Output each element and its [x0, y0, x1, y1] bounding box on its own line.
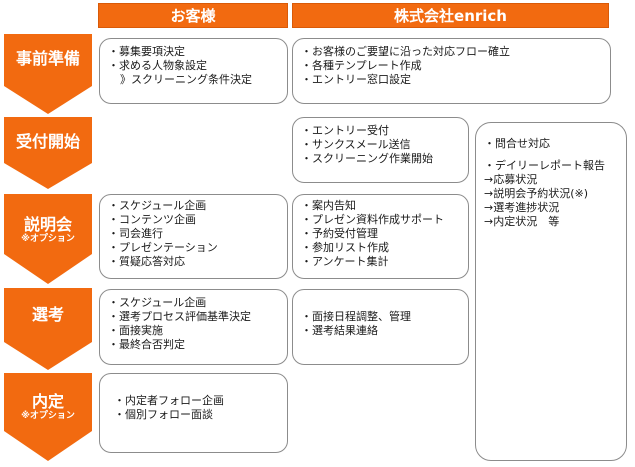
stage-option-note: ※オプション [21, 234, 75, 244]
stage-reception: 受付開始 [4, 117, 92, 189]
task-item: ・募集要項決定 [108, 45, 185, 58]
task-item: ・アンケート集計 [301, 255, 389, 268]
task-item: ・最終合否判定 [108, 338, 185, 351]
stage-title: 内定 [31, 392, 64, 411]
ongoing-item: →内定状況 等 [484, 215, 560, 228]
stage-briefing: 説明会 ※オプション [4, 194, 92, 284]
task-item: ・スケジュール企画 [108, 296, 207, 309]
task-item: ・予約受付管理 [301, 227, 378, 240]
enrich-task-box: ・お客様のご要望に沿った対応フロー確立 ・各種テンプレート作成 ・エントリー窓口… [292, 38, 611, 104]
task-item: ・サンクスメール送信 [301, 138, 411, 151]
task-item: ・質疑応答対応 [108, 255, 185, 268]
task-item: ・スケジュール企画 [108, 199, 207, 212]
task-item: ・お客様のご要望に沿った対応フロー確立 [301, 45, 510, 58]
stage-selection: 選考 [4, 288, 92, 370]
ongoing-item: ・問合せ対応 [484, 137, 550, 150]
task-item: ・スクリーニング作業開始 [301, 152, 433, 165]
enrich-task-box: ・案内告知 ・プレゼン資料作成サポート ・予約受付管理 ・参加リスト作成 ・アン… [292, 194, 469, 279]
stage-arrow-shape [4, 288, 92, 370]
stage-arrow-shape [4, 34, 92, 114]
stage-title: 説明会 [23, 215, 72, 234]
task-item: ・選考プロセス評価基準決定 [108, 310, 251, 323]
client-task-box: ・内定者フォロー企画 ・個別フォロー面談 [99, 373, 288, 453]
task-item: ・面接日程調整、管理 [301, 310, 411, 323]
stage-title: 事前準備 [15, 49, 80, 68]
task-item: ・プレゼン資料作成サポート [301, 213, 444, 226]
stage-title: 選考 [31, 305, 64, 324]
task-item: ・選考結果連絡 [301, 324, 378, 337]
stage-arrow-shape [4, 194, 92, 284]
task-item: ・求める人物象設定 [108, 59, 207, 72]
task-item: ・参加リスト作成 [301, 241, 389, 254]
ongoing-item: →応募状況 [484, 173, 538, 186]
header-enrich: 株式会社enrich [292, 3, 609, 28]
client-task-box: ・スケジュール企画 ・選考プロセス評価基準決定 ・面接実施 ・最終合否判定 [99, 289, 288, 365]
stage-arrow-shape [4, 117, 92, 189]
task-item: ・面接実施 [108, 324, 163, 337]
enrich-task-box: ・エントリー受付 ・サンクスメール送信 ・スクリーニング作業開始 [292, 117, 469, 183]
stage-title: 受付開始 [15, 132, 80, 151]
task-item: ・案内告知 [301, 199, 356, 212]
task-item: 》スクリーニング条件決定 [120, 73, 252, 86]
enrich-task-box: ・面接日程調整、管理 ・選考結果連絡 [292, 289, 469, 365]
ongoing-item: →選考進捗状況 [484, 201, 560, 214]
client-task-box: ・スケジュール企画 ・コンテンツ企画 ・司会進行 ・プレゼンテーション ・質疑応… [99, 194, 288, 279]
stage-offer: 内定 ※オプション [4, 373, 92, 461]
ongoing-item: ・デイリーレポート報告 [484, 159, 605, 172]
ongoing-item: →説明会予約状況(※) [484, 187, 589, 200]
client-task-box: ・募集要項決定 ・求める人物象設定 》スクリーニング条件決定 [99, 38, 288, 104]
stage-preparation: 事前準備 [4, 34, 92, 114]
task-item: ・司会進行 [108, 227, 163, 240]
task-item: ・エントリー受付 [301, 124, 389, 137]
task-item: ・内定者フォロー企画 [114, 394, 224, 407]
task-item: ・プレゼンテーション [108, 241, 218, 254]
stage-arrow-shape [4, 373, 92, 461]
ongoing-spacer [484, 151, 618, 159]
enrich-ongoing-box: ・問合せ対応 ・デイリーレポート報告 →応募状況 →説明会予約状況(※) →選考… [475, 122, 627, 461]
task-item: ・コンテンツ企画 [108, 213, 196, 226]
task-item: ・エントリー窓口設定 [301, 73, 411, 86]
task-item: ・個別フォロー面談 [114, 408, 213, 421]
header-client: お客様 [98, 3, 288, 28]
task-item: ・各種テンプレート作成 [301, 59, 422, 72]
stage-option-note: ※オプション [21, 411, 75, 421]
